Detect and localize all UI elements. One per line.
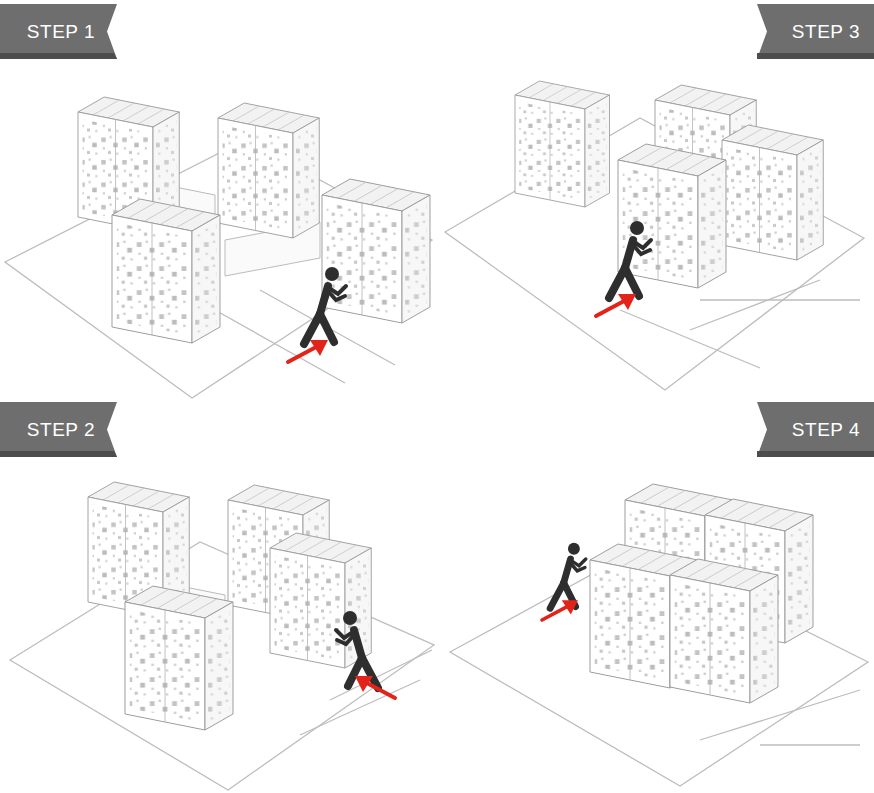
step-tab: STEP 4 (757, 402, 874, 457)
step-label: STEP 1 (27, 21, 95, 43)
step-tab: STEP 3 (757, 4, 874, 59)
step-label: STEP 3 (792, 21, 860, 43)
step-label: STEP 4 (792, 419, 860, 441)
step-label: STEP 2 (27, 419, 95, 441)
step-tab: STEP 2 (0, 402, 117, 457)
step-tab: STEP 1 (0, 4, 117, 59)
